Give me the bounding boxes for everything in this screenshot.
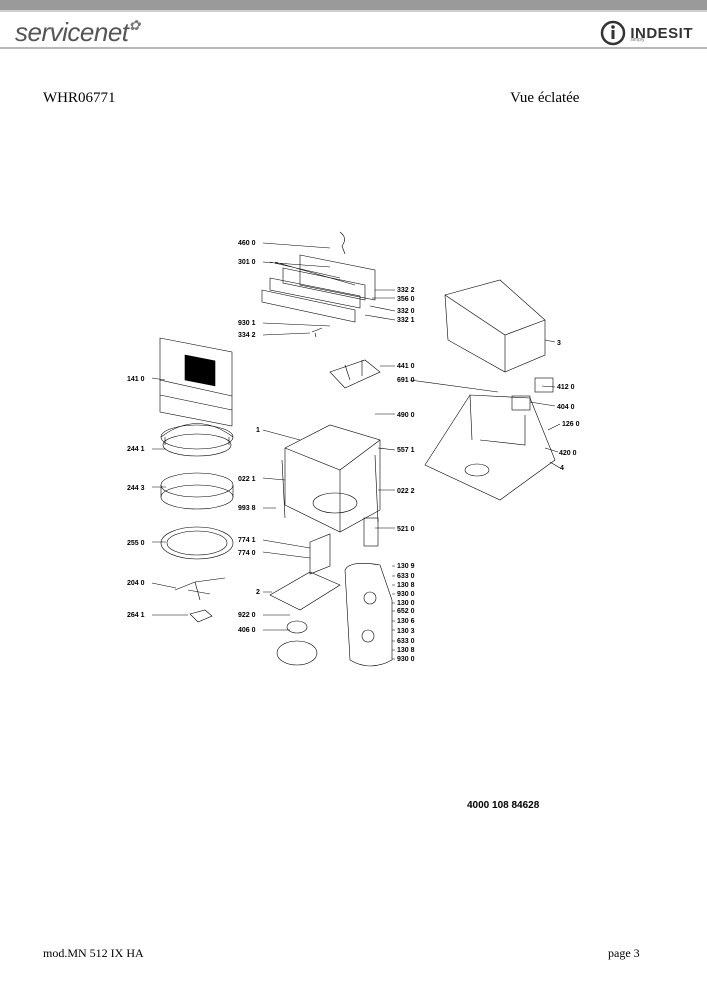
servicenet-logo: servicenet✿ — [15, 17, 140, 48]
label-130-3: 130 3 — [397, 628, 415, 635]
label-332-2: 332 2 — [397, 287, 415, 294]
label-412-0: 412 0 — [557, 384, 575, 391]
label-130-0: 130 0 — [397, 600, 415, 607]
label-521-0: 521 0 — [397, 526, 415, 533]
label-130-9: 130 9 — [397, 563, 415, 570]
label-557-1: 557 1 — [397, 447, 415, 454]
label-490-0: 490 0 — [397, 412, 415, 419]
label-691-0: 691 0 — [397, 377, 415, 384]
label-244-1: 244 1 — [127, 446, 145, 453]
gear-icon: ✿ — [128, 17, 141, 33]
label-922-0: 922 0 — [238, 612, 256, 619]
header-bar — [0, 0, 707, 10]
label-141-0: 141 0 — [127, 376, 145, 383]
label-356-0: 356 0 — [397, 296, 415, 303]
label-774-0: 774 0 — [238, 550, 256, 557]
label-332-1: 332 1 — [397, 317, 415, 324]
label-130-8-b: 130 8 — [397, 647, 415, 654]
label-930-1: 930 1 — [238, 320, 256, 327]
label-332-0: 332 0 — [397, 308, 415, 315]
label-204-0: 204 0 — [127, 580, 145, 587]
part-number: 4000 108 84628 — [467, 800, 540, 811]
label-022-1: 022 1 — [238, 476, 256, 483]
indesit-logo: INDESIT simply — [600, 20, 693, 46]
label-1: 1 — [256, 427, 260, 434]
label-633-0-a: 633 0 — [397, 573, 415, 580]
label-3: 3 — [557, 340, 561, 347]
label-652-0: 652 0 — [397, 608, 415, 615]
indesit-logo-text: INDESIT — [630, 24, 693, 42]
label-441-0: 441 0 — [397, 363, 415, 370]
view-title: Vue éclatée — [510, 90, 580, 106]
label-130-8-a: 130 8 — [397, 582, 415, 589]
label-255-0: 255 0 — [127, 540, 145, 547]
footer-page: page 3 — [608, 946, 640, 960]
label-264-1: 264 1 — [127, 612, 145, 619]
label-022-2: 022 2 — [397, 488, 415, 495]
label-633-0-b: 633 0 — [397, 638, 415, 645]
servicenet-logo-text: servicenet — [15, 17, 129, 47]
label-930-0-a: 930 0 — [397, 591, 415, 598]
label-126-0: 126 0 — [562, 421, 580, 428]
label-244-3: 244 3 — [127, 485, 145, 492]
label-993-8: 993 8 — [238, 505, 256, 512]
label-460-0: 460 0 — [238, 240, 256, 247]
model-code: WHR06771 — [43, 90, 116, 106]
label-406-0: 406 0 — [238, 627, 256, 634]
indesit-i-icon — [601, 20, 626, 46]
label-774-1: 774 1 — [238, 537, 256, 544]
indesit-logo-sub: simply — [630, 37, 645, 43]
label-334-2: 334 2 — [238, 332, 256, 339]
label-930-0-b: 930 0 — [397, 656, 415, 663]
label-2: 2 — [256, 589, 260, 596]
header-divider — [0, 47, 707, 49]
footer-model: mod.MN 512 IX HA — [43, 946, 144, 960]
label-130-6: 130 6 — [397, 618, 415, 625]
label-420-0: 420 0 — [559, 450, 577, 457]
label-404-0: 404 0 — [557, 404, 575, 411]
label-4: 4 — [560, 465, 564, 472]
header-bar-accent — [0, 10, 707, 12]
label-301-0: 301 0 — [238, 259, 256, 266]
